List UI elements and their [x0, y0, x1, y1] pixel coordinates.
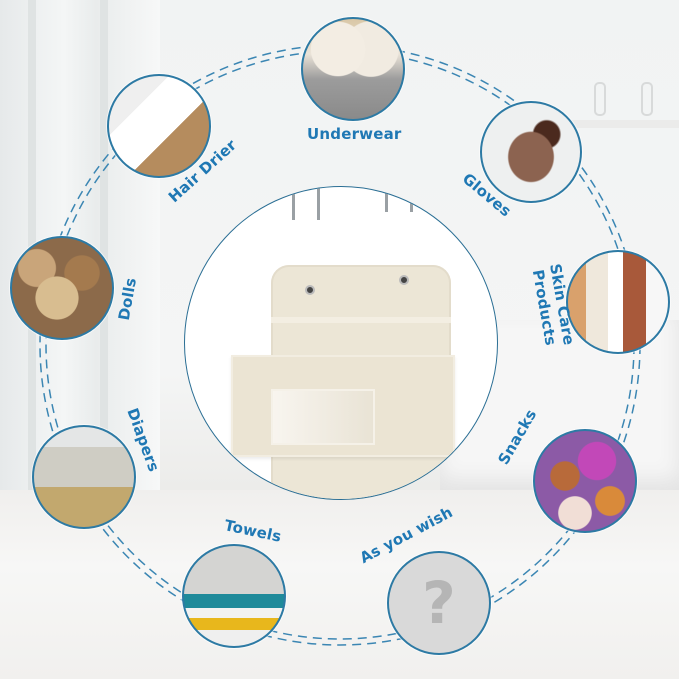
- wall-hook-icon: [594, 82, 606, 116]
- hair-drier-thumbnail: [107, 74, 211, 178]
- organizer-clear-window: [271, 389, 375, 445]
- grommet-icon: [399, 275, 409, 285]
- organizer-top-pocket-edge: [271, 317, 451, 323]
- diapers-thumbnail: [32, 425, 136, 529]
- towels-thumbnail: [182, 544, 286, 648]
- door-hook-icon: [385, 187, 413, 212]
- gloves-thumbnail: [480, 101, 582, 203]
- door-hook-icon: [292, 187, 320, 220]
- snacks-thumbnail: [533, 429, 637, 533]
- grommet-icon: [305, 285, 315, 295]
- underwear-label: Underwear: [307, 125, 402, 143]
- question-mark-icon: ?: [422, 569, 456, 637]
- center-product-circle: [184, 186, 498, 500]
- background-shelf: [560, 120, 679, 128]
- dolls-thumbnail: [10, 236, 114, 340]
- skin-care-thumbnail: [566, 250, 670, 354]
- wall-hook-icon: [641, 82, 653, 116]
- underwear-thumbnail: [301, 17, 405, 121]
- as-you-wish-thumbnail: ?: [387, 551, 491, 655]
